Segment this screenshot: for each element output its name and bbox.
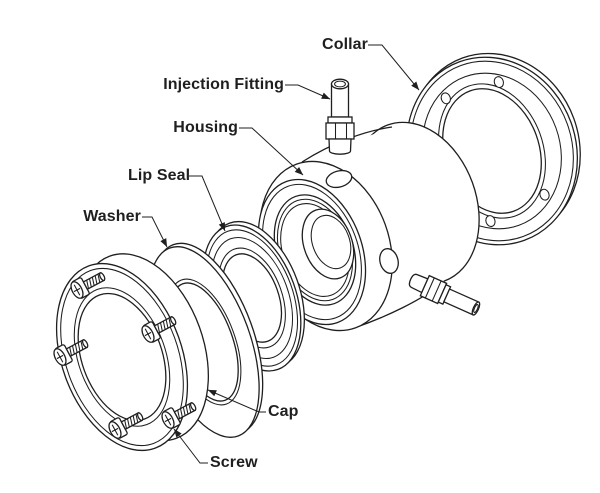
screw-part (53, 339, 89, 366)
screw-part (108, 412, 144, 439)
leader-injection-fitting (285, 84, 331, 100)
leader-cap (207, 389, 266, 413)
screw-part (70, 272, 106, 299)
housing-side-port (379, 248, 399, 274)
injection-fitting-upper (325, 78, 355, 155)
leader-lip-seal (189, 175, 226, 232)
label-lip-seal: Lip Seal (128, 167, 191, 184)
screw-part (141, 316, 177, 343)
leader-screw (173, 428, 208, 464)
housing-top-port (325, 169, 353, 189)
injection-fitting-lower (408, 273, 481, 316)
label-screw: Screw (210, 454, 258, 471)
label-washer: Washer (83, 208, 141, 225)
housing-part (257, 121, 480, 332)
label-cap: Cap (268, 403, 299, 420)
leader-collar (368, 44, 420, 91)
leader-housing (239, 127, 304, 176)
leader-washer (142, 216, 168, 248)
screw-part (161, 402, 197, 429)
label-collar: Collar (322, 36, 368, 53)
screws (53, 272, 197, 439)
label-housing: Housing (173, 119, 238, 136)
label-injection-fitting: Injection Fitting (163, 76, 284, 93)
leader-lines (142, 44, 420, 464)
